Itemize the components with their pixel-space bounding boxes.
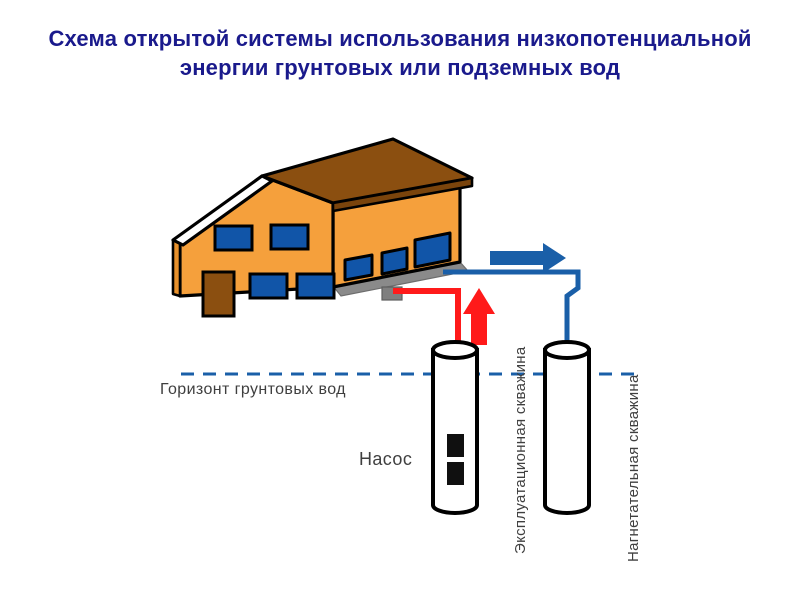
pump-block-lower: [447, 462, 464, 485]
production-well-casing: [431, 340, 479, 515]
window-side-3: [413, 231, 452, 269]
production-well-rim: [431, 340, 479, 360]
house-door: [201, 270, 236, 318]
window-gable-upper-right: [269, 223, 310, 251]
production-well-label: Эксплуатационная скважина: [512, 346, 529, 554]
window-gable-lower-left: [248, 272, 289, 300]
house-illustration: [171, 137, 474, 318]
injection-well-label: Нагнетательная скважина: [625, 374, 642, 562]
water-extraction-arrow-red: [463, 288, 495, 345]
page-title: Схема открытой системы использования низ…: [48, 26, 752, 80]
groundwater-level-label: Горизонт грунтовых вод: [160, 381, 346, 398]
house-left-face: [171, 236, 182, 298]
window-gable-lower-right: [295, 272, 336, 300]
house-roof-eave-right: [331, 176, 474, 213]
pump-block-upper: [447, 434, 464, 457]
water-return-arrow-blue: [490, 243, 566, 273]
pump-label: Насос: [359, 449, 413, 469]
window-gable-upper-left: [213, 224, 254, 252]
window-side-1: [343, 253, 374, 282]
injection-well-rim: [543, 340, 591, 360]
house-roof-overhang: [171, 174, 274, 247]
injection-well-casing: [543, 340, 591, 515]
window-side-2: [380, 246, 409, 276]
